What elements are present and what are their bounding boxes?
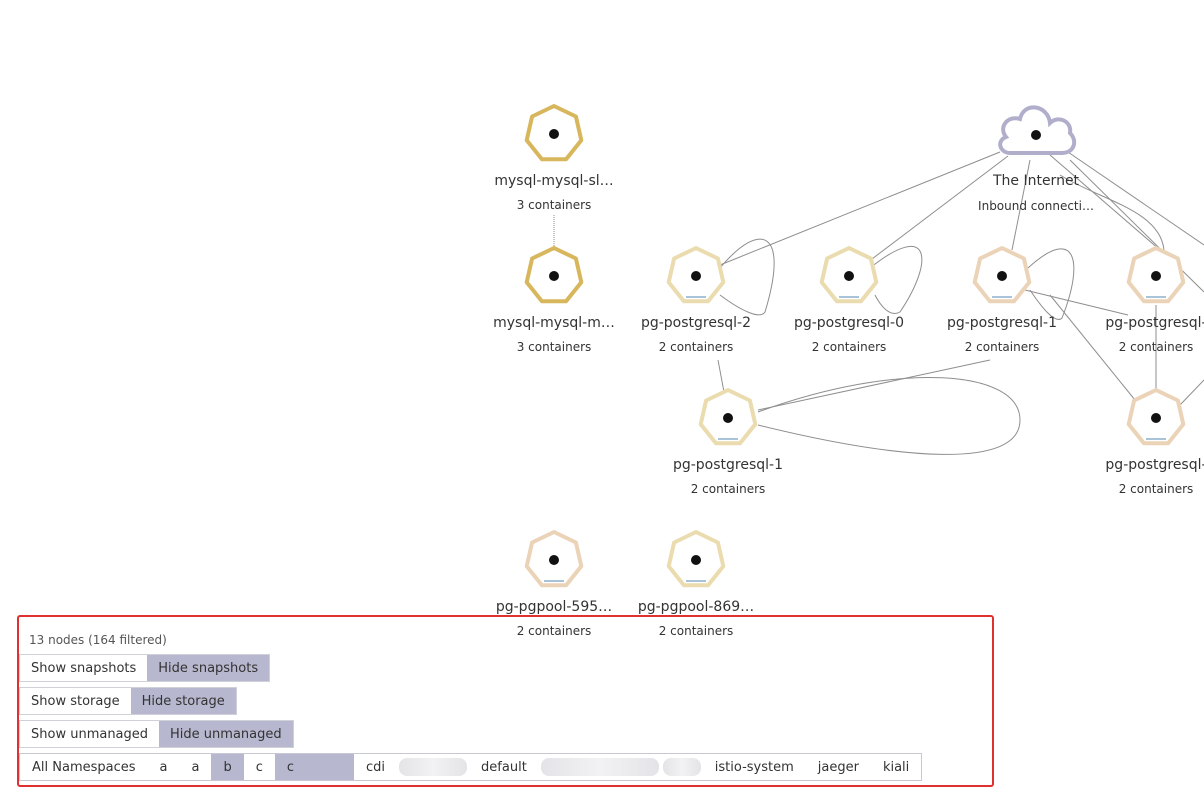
node-title: pg-pgpool-869… bbox=[638, 599, 754, 615]
node-center-dot bbox=[549, 555, 559, 565]
namespace-item[interactable]: a bbox=[191, 759, 200, 775]
node-subtitle: 2 containers bbox=[691, 482, 766, 496]
namespace-item[interactable]: kiali bbox=[882, 759, 910, 775]
edge bbox=[867, 155, 1009, 263]
node-subtitle: Inbound connecti… bbox=[978, 199, 1094, 213]
node-subtitle: 2 containers bbox=[1119, 340, 1194, 354]
namespace-item[interactable]: default bbox=[481, 759, 527, 775]
edge bbox=[719, 238, 775, 316]
node-title: The Internet bbox=[992, 173, 1080, 189]
graph-node[interactable]: mysql-mysql-m… 3 containers bbox=[493, 246, 615, 354]
edge bbox=[717, 359, 725, 393]
node-center-dot bbox=[1151, 413, 1161, 423]
graph-node[interactable]: pg-pgpool-869… 2 containers bbox=[638, 530, 754, 638]
namespace-filter: All Namespaces a a b c c cdi default ist… bbox=[19, 753, 923, 781]
storage-toggle: Show storage Hide storage bbox=[19, 687, 237, 715]
node-subtitle: 2 containers bbox=[1119, 482, 1194, 496]
node-center-dot bbox=[549, 271, 559, 281]
edge bbox=[719, 151, 1001, 266]
graph-node[interactable]: pg-postgresql-1 2 containers bbox=[673, 388, 783, 496]
edge bbox=[1049, 154, 1161, 251]
graph-nodes: mysql-mysql-sl…3 containersmysql-mysql-m… bbox=[493, 104, 1204, 638]
namespace-item-selected[interactable]: c bbox=[274, 754, 355, 780]
graph-node[interactable]: pg-postgresql-2 2 containers bbox=[641, 246, 751, 354]
node-title: pg-postgresql-2 bbox=[641, 315, 751, 331]
hide-storage-button[interactable]: Hide storage bbox=[130, 688, 236, 714]
graph-node[interactable]: pg-postgresql- 2 containers bbox=[1105, 388, 1204, 496]
edge bbox=[1059, 174, 1165, 251]
show-storage-button[interactable]: Show storage bbox=[31, 693, 120, 709]
node-center-dot bbox=[549, 129, 559, 139]
graph-node[interactable]: pg-postgresql-0 2 containers bbox=[794, 246, 904, 354]
graph-node[interactable]: pg-postgresql- 2 containers bbox=[1105, 246, 1204, 354]
node-center-dot bbox=[691, 271, 701, 281]
node-center-dot bbox=[844, 271, 854, 281]
edge bbox=[1179, 379, 1204, 406]
edge bbox=[1024, 289, 1129, 316]
namespace-item[interactable]: jaeger bbox=[817, 759, 859, 775]
namespace-item[interactable]: cdi bbox=[366, 759, 386, 775]
show-unmanaged-button[interactable]: Show unmanaged bbox=[31, 726, 149, 742]
node-subtitle: 3 containers bbox=[517, 340, 592, 354]
node-subtitle: 2 containers bbox=[659, 340, 734, 354]
edge bbox=[757, 376, 1021, 455]
graph-controls-panel: 13 nodes (164 filtered) Show snapshots H… bbox=[17, 615, 994, 787]
node-subtitle: 2 containers bbox=[812, 340, 887, 354]
hide-unmanaged-button[interactable]: Hide unmanaged bbox=[159, 721, 293, 747]
node-subtitle: 2 containers bbox=[659, 624, 734, 638]
edge bbox=[1027, 248, 1075, 320]
graph-edges bbox=[553, 149, 1204, 455]
node-title: pg-postgresql- bbox=[1105, 315, 1204, 331]
node-subtitle: 3 containers bbox=[517, 198, 592, 212]
edge bbox=[1064, 149, 1204, 246]
node-subtitle: 2 containers bbox=[965, 340, 1040, 354]
graph-node[interactable]: pg-pgpool-595… 2 containers bbox=[496, 530, 612, 638]
node-title: pg-pgpool-595… bbox=[496, 599, 612, 615]
namespace-item[interactable]: istio-system bbox=[714, 759, 794, 775]
node-center-dot bbox=[1031, 130, 1041, 140]
edge bbox=[1011, 159, 1031, 251]
node-center-dot bbox=[691, 555, 701, 565]
namespace-item-redacted[interactable] bbox=[662, 758, 701, 776]
node-center-dot bbox=[997, 271, 1007, 281]
node-title: pg-postgresql-1 bbox=[673, 457, 783, 473]
namespace-item-redacted[interactable] bbox=[399, 758, 468, 776]
edge bbox=[757, 359, 991, 411]
snapshots-toggle: Show snapshots Hide snapshots bbox=[19, 654, 271, 682]
namespace-item[interactable]: c bbox=[255, 759, 263, 775]
namespace-all[interactable]: All Namespaces bbox=[32, 759, 136, 775]
edge bbox=[869, 246, 923, 314]
namespace-item-selected[interactable]: b bbox=[211, 754, 244, 780]
node-count-summary: 13 nodes (164 filtered) bbox=[29, 633, 167, 647]
node-center-dot bbox=[1151, 271, 1161, 281]
node-title: pg-postgresql-1 bbox=[947, 315, 1057, 331]
node-title: pg-postgresql- bbox=[1105, 457, 1204, 473]
hide-snapshots-button[interactable]: Hide snapshots bbox=[147, 655, 270, 681]
namespace-item[interactable]: a bbox=[159, 759, 168, 775]
namespace-item-redacted[interactable] bbox=[540, 758, 659, 776]
internet-node[interactable]: The Internet Inbound connecti… bbox=[978, 105, 1094, 213]
node-center-dot bbox=[723, 413, 733, 423]
graph-node[interactable]: pg-postgresql-1 2 containers bbox=[947, 246, 1057, 354]
node-title: pg-postgresql-0 bbox=[794, 315, 904, 331]
edge bbox=[1049, 294, 1136, 401]
node-subtitle: 2 containers bbox=[517, 624, 592, 638]
graph-node[interactable]: mysql-mysql-sl… 3 containers bbox=[494, 104, 614, 212]
node-title: mysql-mysql-m… bbox=[493, 315, 615, 331]
unmanaged-toggle: Show unmanaged Hide unmanaged bbox=[19, 720, 294, 748]
show-snapshots-button[interactable]: Show snapshots bbox=[31, 660, 137, 676]
node-title: mysql-mysql-sl… bbox=[494, 173, 613, 189]
